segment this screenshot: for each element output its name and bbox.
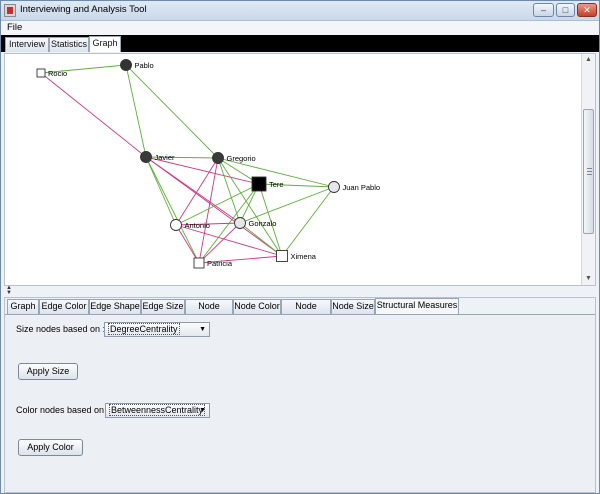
graph-edge-rocio-javier[interactable] <box>40 72 147 158</box>
graph-edge-antonio-ximena[interactable] <box>175 224 283 257</box>
graph-edge-tere-ximena[interactable] <box>258 183 283 257</box>
tab-statistics[interactable]: Statistics <box>49 37 89 52</box>
tab-node-shape[interactable]: Node Shape <box>281 299 331 324</box>
tab-edge-shape[interactable]: Edge Shape <box>89 299 141 314</box>
scroll-up-arrow-icon[interactable]: ▲ <box>585 56 592 63</box>
tab-node-size[interactable]: Node Size <box>331 299 375 314</box>
color-nodes-label: Color nodes based on : <box>16 405 110 415</box>
color-measure-select[interactable]: BetweennessCentrality ▼ <box>105 403 210 418</box>
graph-edge-juanpablo-ximena[interactable] <box>281 186 335 257</box>
main-tab-strip: Interview Statistics Graph <box>1 35 599 52</box>
graph-edge-gregorio-gonzalo[interactable] <box>217 157 241 224</box>
graph-edge-pablo-gregorio[interactable] <box>125 64 219 159</box>
graph-node-patricia[interactable] <box>193 257 205 269</box>
graph-edge-javier-antonio[interactable] <box>145 156 177 226</box>
graph-node-label-gonzalo: Gonzalo <box>249 219 277 228</box>
graph-node-label-javier: Javier <box>155 153 176 162</box>
grip-line <box>587 174 592 175</box>
graph-node-label-antonio: Antonio <box>185 221 210 230</box>
graph-node-juanpablo[interactable] <box>328 181 340 193</box>
graph-node-rocio[interactable] <box>36 68 46 78</box>
graph-node-label-juanpablo: Juan Pablo <box>343 183 381 192</box>
graph-node-label-tere: Tere <box>269 180 284 189</box>
graph-edge-javier-tere[interactable] <box>145 156 260 185</box>
grip-line <box>587 168 592 169</box>
graph-edge-juanpablo-gonzalo[interactable] <box>239 186 335 224</box>
graph-node-ximena[interactable] <box>276 250 288 262</box>
graph-edge-antonio-gonzalo[interactable] <box>175 222 241 226</box>
minimize-button[interactable]: – <box>533 3 554 17</box>
maximize-button[interactable]: □ <box>556 3 575 17</box>
graph-vertical-scrollbar[interactable]: ▲ ▼ <box>581 54 595 285</box>
graph-edge-tere-juanpablo[interactable] <box>258 183 335 188</box>
app-icon <box>4 4 16 17</box>
tab-graph-settings[interactable]: Graph <box>7 299 39 314</box>
color-measure-value: BetweennessCentrality <box>109 404 206 416</box>
graph-edge-gregorio-patricia[interactable] <box>198 157 219 264</box>
graph-node-label-rocio: Rocio <box>48 69 67 78</box>
tab-node-color[interactable]: Node Color <box>233 299 281 314</box>
graph-node-javier[interactable] <box>140 151 152 163</box>
graph-node-antonio[interactable] <box>170 219 182 231</box>
graph-node-pablo[interactable] <box>120 59 132 71</box>
menu-file[interactable]: File <box>7 22 23 33</box>
settings-panel: Graph Edge Color Edge Shape Edge Size No… <box>4 297 596 493</box>
graph-edge-gonzalo-ximena[interactable] <box>239 222 283 257</box>
graph-edge-javier-patricia[interactable] <box>145 156 200 264</box>
graph-node-label-gregorio: Gregorio <box>227 154 256 163</box>
graph-node-label-patricia: Patricia <box>207 259 233 268</box>
title-bar: Interviewing and Analysis Tool – □ ✕ <box>1 1 599 21</box>
settings-tab-strip: Graph Edge Color Edge Shape Edge Size No… <box>5 298 595 324</box>
collapse-arrows-icon[interactable]: ▲▼ <box>6 285 12 296</box>
graph-edge-javier-gregorio[interactable] <box>145 156 219 159</box>
apply-size-button[interactable]: Apply Size <box>18 363 78 380</box>
tab-interview[interactable]: Interview <box>5 37 49 52</box>
graph-edge-gregorio-antonio[interactable] <box>175 157 219 226</box>
chevron-down-icon: ▼ <box>199 407 206 414</box>
structural-measures-panel: Size nodes based on : DegreeCentrality ▼… <box>5 314 595 492</box>
size-measure-value: DegreeCentrality <box>108 323 180 335</box>
size-measure-select[interactable]: DegreeCentrality ▼ <box>104 322 210 337</box>
split-pane-divider[interactable]: ▲▼ <box>1 285 599 296</box>
graph-edge-gonzalo-patricia[interactable] <box>198 222 241 264</box>
scroll-down-arrow-icon[interactable]: ▼ <box>585 275 592 282</box>
graph-edge-gregorio-ximena[interactable] <box>217 157 283 257</box>
tab-structural-measures[interactable]: Structural Measures <box>375 298 459 314</box>
chevron-down-icon: ▼ <box>199 326 206 333</box>
tab-edge-color[interactable]: Edge Color <box>39 299 89 314</box>
graph-node-gonzalo[interactable] <box>234 217 246 229</box>
menu-bar: File <box>1 21 599 35</box>
graph-node-label-pablo: Pablo <box>135 61 154 70</box>
size-nodes-label: Size nodes based on : <box>16 324 106 334</box>
grip-line <box>587 171 592 172</box>
graph-edge-gregorio-juanpablo[interactable] <box>217 157 335 188</box>
scrollbar-thumb[interactable] <box>583 109 594 234</box>
close-button[interactable]: ✕ <box>577 3 597 17</box>
graph-node-gregorio[interactable] <box>212 152 224 164</box>
window-title: Interviewing and Analysis Tool <box>20 4 147 15</box>
tab-node-label[interactable]: Node Label <box>185 299 233 324</box>
graph-edge-rocio-pablo[interactable] <box>40 64 127 74</box>
graph-edge-tere-antonio[interactable] <box>175 183 260 226</box>
tab-edge-size[interactable]: Edge Size <box>141 299 185 314</box>
graph-edge-pablo-javier[interactable] <box>125 64 147 158</box>
graph-node-tere[interactable] <box>251 176 267 192</box>
graph-edge-patricia-ximena[interactable] <box>198 255 283 264</box>
graph-edge-antonio-patricia[interactable] <box>175 224 200 264</box>
apply-color-button[interactable]: Apply Color <box>18 439 83 456</box>
graph-node-label-ximena: Ximena <box>291 252 317 261</box>
tab-graph[interactable]: Graph <box>89 36 121 52</box>
